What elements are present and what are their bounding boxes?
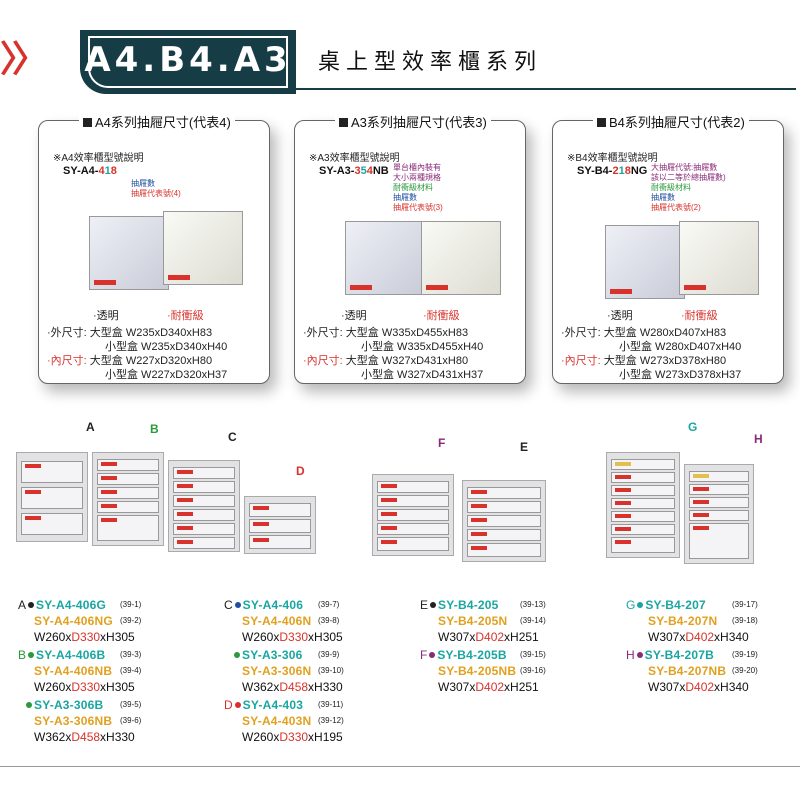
square-bullet-icon — [339, 118, 348, 127]
size-spec: ·外尺寸: 大型盒 W280xD407xH83 小型盒 W280xD407xH4… — [561, 327, 742, 381]
cabinet-letter-d: D — [296, 464, 305, 478]
cabinet-d-image — [244, 496, 316, 554]
double-arrow-icon: 〉〉 — [0, 39, 48, 80]
cabinet-letter-e: E — [520, 440, 529, 454]
bullet-dot-icon — [637, 602, 644, 609]
label-impact: ·耐衝級 — [167, 310, 204, 322]
square-bullet-icon — [83, 118, 92, 127]
impact-tray-image — [679, 221, 759, 295]
model-legend: 單台櫃內裝有 大小兩種規格 耐衝級材料 抽屜數 抽屜代表號(3) — [393, 163, 443, 212]
cabinet-letter-h: H — [754, 432, 763, 446]
cabinet-letter-b: B — [150, 422, 159, 436]
bullet-dot-icon — [26, 702, 32, 709]
spec-note: ※B4效率櫃型號說明 — [567, 153, 658, 164]
size-spec: ·外尺寸: 大型盒 W235xD340xH83 小型盒 W235xD340xH4… — [47, 327, 228, 381]
model-legend: 抽屜數 抽屜代表號(4) — [131, 179, 181, 198]
model-code: SY-B4-218NG — [577, 165, 648, 177]
cabinet-a-image — [16, 452, 88, 542]
cabinet-letter-g: G — [688, 420, 698, 434]
spec-header: A4系列抽屜尺寸(代表4) — [95, 115, 231, 130]
series-badge: A4.B4.A3 — [80, 30, 296, 94]
label-impact: ·耐衝級 — [681, 310, 718, 322]
series-badge-text: A4.B4.A3 — [84, 40, 292, 80]
catalog-b-a3: SY-A3-306B(39-5) SY-A3-306NB(39-6) W362x… — [18, 697, 141, 745]
bullet-dot-icon — [28, 602, 35, 609]
spec-header: A3系列抽屜尺寸(代表3) — [351, 115, 487, 130]
label-impact: ·耐衝級 — [423, 310, 460, 322]
label-clear: ·透明 — [607, 310, 633, 322]
bullet-dot-icon — [429, 652, 436, 659]
clear-tray-image — [345, 221, 425, 295]
label-clear: ·透明 — [341, 310, 367, 322]
catalog-c-a3: SY-A3-306(39-9) SY-A3-306N(39-10) W362xD… — [224, 647, 344, 695]
size-spec: ·外尺寸: 大型盒 W335xD455xH83 小型盒 W335xD455xH4… — [303, 327, 484, 381]
footer-divider — [0, 766, 800, 767]
bullet-dot-icon — [636, 652, 643, 659]
title-divider — [296, 88, 796, 90]
impact-tray-image — [421, 221, 501, 295]
bullet-dot-icon — [234, 602, 241, 609]
cabinet-b-image — [92, 452, 164, 546]
cabinet-g-image — [606, 452, 680, 558]
bullet-dot-icon — [28, 652, 35, 659]
cabinet-c-image — [168, 460, 240, 552]
spec-note: ※A4效率櫃型號說明 — [53, 153, 144, 164]
cabinet-f-image — [372, 474, 454, 556]
cabinet-h-image — [684, 464, 754, 564]
model-code: SY-A4-418 — [63, 165, 117, 177]
model-code: SY-A3-354NB — [319, 165, 389, 177]
bullet-dot-icon — [234, 652, 240, 659]
spec-note: ※A3效率櫃型號說明 — [309, 153, 400, 164]
header-bar: 〉〉 A4.B4.A3 桌上型效率櫃系列 — [0, 30, 800, 94]
bullet-dot-icon — [234, 702, 241, 709]
spec-header: B4系列抽屜尺寸(代表2) — [609, 115, 745, 130]
bullet-dot-icon — [430, 602, 437, 609]
page-title: 桌上型效率櫃系列 — [318, 50, 543, 75]
label-clear: ·透明 — [93, 310, 119, 322]
clear-tray-image — [89, 216, 169, 290]
model-legend: 大抽屜代號:抽屜數 該以二等於總抽屜數) 耐衝級材料 抽屜數 抽屜代表號(2) — [651, 163, 726, 212]
spec-panel-a4: A4系列抽屜尺寸(代表4) ※A4效率櫃型號說明 SY-A4-418 抽屜數 抽… — [38, 112, 270, 384]
spec-panel-a3: A3系列抽屜尺寸(代表3) ※A3效率櫃型號說明 SY-A3-354NB 單台櫃… — [294, 112, 526, 384]
cabinet-letter-a: A — [86, 420, 95, 434]
spec-panel-b4: B4系列抽屜尺寸(代表2) ※B4效率櫃型號說明 SY-B4-218NG 大抽屜… — [552, 112, 784, 384]
cabinet-letter-c: C — [228, 430, 237, 444]
square-bullet-icon — [597, 118, 606, 127]
clear-tray-image — [605, 225, 685, 299]
cabinet-letter-f: F — [438, 436, 446, 450]
cabinet-e-image — [462, 480, 546, 562]
impact-tray-image — [163, 211, 243, 285]
